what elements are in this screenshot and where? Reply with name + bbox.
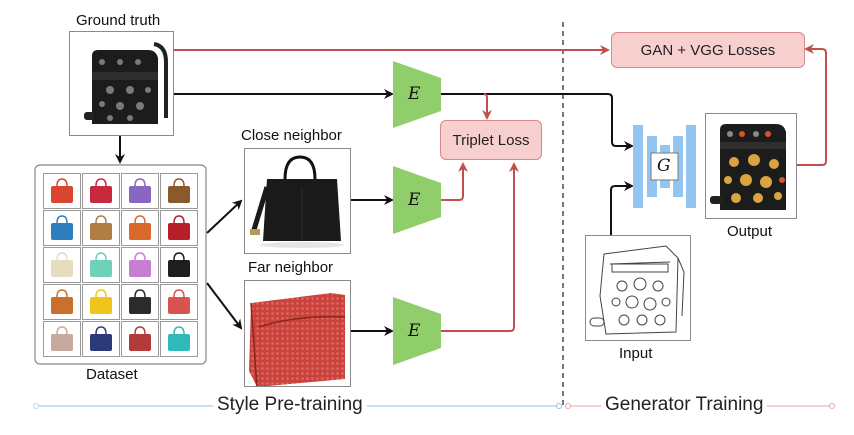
encoder-3-shape: [393, 297, 441, 365]
far-neighbor-image: [244, 280, 351, 387]
bag-thumbnail-icon: [168, 289, 190, 314]
bag-thumbnail-icon: [51, 326, 73, 351]
encoder-3: [393, 297, 441, 365]
ground-truth-image: [69, 31, 174, 136]
arrow-output-to-gan-vgg: [796, 44, 827, 166]
bag-thumbnail-icon: [168, 178, 190, 203]
encoder-1-label: E: [408, 84, 421, 104]
dataset-thumbnail: [43, 210, 81, 246]
generator-training-line-start: [565, 403, 571, 409]
triplet-loss-box: Triplet Loss: [440, 120, 542, 160]
bag-thumbnail-icon: [129, 178, 151, 203]
bag-thumbnail-icon: [90, 178, 112, 203]
style-pretraining-line-end: [556, 403, 562, 409]
dataset-thumbnail: [82, 210, 120, 246]
arrow-encoder-1-to-triplet: [482, 93, 492, 120]
bag-thumbnail-icon: [51, 178, 73, 203]
output-label: Output: [727, 223, 773, 240]
arrow-dataset-to-close-neighbor: [206, 199, 243, 234]
generator-bar-5: [686, 125, 696, 208]
bag-thumbnail-icon: [51, 215, 73, 240]
close-neighbor-label: Close neighbor: [241, 127, 342, 144]
gan-vgg-loss-label: GAN + VGG Losses: [640, 41, 776, 59]
arrow-dataset-to-far-neighbor: [206, 282, 243, 330]
close-neighbor-bag-icon: [250, 155, 344, 248]
bag-thumbnail-icon: [168, 252, 190, 277]
dataset-thumbnail: [43, 247, 81, 283]
bag-thumbnail-icon: [168, 326, 190, 351]
bag-thumbnail-icon: [129, 252, 151, 277]
bag-thumbnail-icon: [90, 326, 112, 351]
bag-thumbnail-icon: [129, 326, 151, 351]
dataset-thumbnail: [43, 284, 81, 320]
dataset-thumbnail: [121, 173, 159, 209]
arrow-encoder-2-to-triplet: [441, 162, 468, 201]
dataset-thumbnail: [82, 173, 120, 209]
input-sketch-image: [585, 235, 691, 341]
dataset-thumbnail: [160, 247, 198, 283]
generator-training-line-end: [829, 403, 835, 409]
dataset-thumbnail: [160, 210, 198, 246]
output-image: [705, 113, 797, 219]
dataset-thumbnail: [121, 321, 159, 357]
dataset-thumbnail: [43, 321, 81, 357]
bag-thumbnail-icon: [90, 215, 112, 240]
triplet-loss-label: Triplet Loss: [452, 131, 530, 149]
style-pretraining-line-start: [33, 403, 39, 409]
bag-thumbnail-icon: [90, 289, 112, 314]
encoder-3-label: E: [408, 321, 421, 341]
far-neighbor-label: Far neighbor: [248, 259, 334, 276]
dataset-thumbnail: [160, 321, 198, 357]
generator: [633, 125, 696, 208]
encoder-2: [393, 166, 441, 234]
arrow-encoder-3-to-triplet: [441, 162, 519, 332]
dataset-thumbnail: [121, 210, 159, 246]
generator-bar-1: [633, 125, 643, 208]
ground-truth-bag-icon: [84, 42, 168, 124]
arrow-encoder-1-to-generator: [441, 93, 634, 151]
dataset-thumbnail: [43, 173, 81, 209]
encoder-1-shape: [393, 61, 441, 128]
generator-label: G: [657, 156, 671, 176]
dataset-label: Dataset: [86, 366, 138, 383]
bag-thumbnail-icon: [51, 289, 73, 314]
close-neighbor-image: [244, 148, 351, 254]
dataset-thumbnail: [121, 284, 159, 320]
input-label: Input: [619, 345, 653, 362]
arrow-input-to-generator: [610, 181, 634, 235]
bag-thumbnail-icon: [129, 289, 151, 314]
bag-thumbnail-icon: [168, 215, 190, 240]
gan-vgg-loss-box: GAN + VGG Losses: [611, 32, 805, 68]
dataset-thumbnail: [121, 247, 159, 283]
style-pretraining-label: Style Pre-training: [213, 394, 367, 416]
generator-training-label: Generator Training: [601, 394, 768, 416]
ground-truth-label: Ground truth: [76, 12, 161, 29]
bag-thumbnail-icon: [90, 252, 112, 277]
dataset-thumbnail: [160, 284, 198, 320]
dataset-thumbnail: [82, 247, 120, 283]
output-bag-icon: [710, 124, 786, 210]
encoder-2-label: E: [408, 190, 421, 210]
generator-label-box: [650, 152, 679, 181]
dataset-thumbnail: [160, 173, 198, 209]
encoder-2-shape: [393, 166, 441, 234]
dataset-thumbnail: [82, 321, 120, 357]
dataset-thumbnail: [82, 284, 120, 320]
bag-thumbnail-icon: [51, 252, 73, 277]
far-neighbor-bag-icon: [249, 293, 346, 386]
bag-thumbnail-icon: [129, 215, 151, 240]
encoder-1: [393, 61, 441, 128]
input-sketch-bag-icon: [589, 245, 685, 335]
